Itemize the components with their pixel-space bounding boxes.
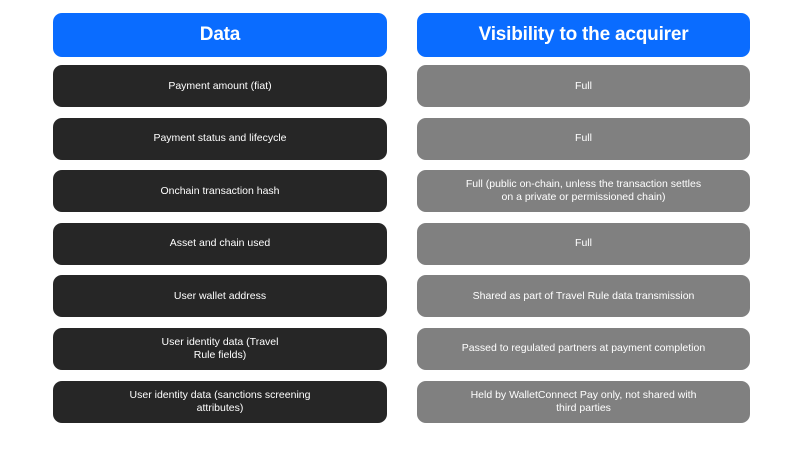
table-row: Onchain transaction hash [53, 170, 387, 213]
column-visibility: Visibility to the acquirer Full Full Ful… [417, 13, 750, 423]
table-row: Shared as part of Travel Rule data trans… [417, 275, 750, 318]
table-row: Passed to regulated partners at payment … [417, 327, 750, 370]
column-header-data: Data [53, 13, 387, 57]
column-data: Data Payment amount (fiat) Payment statu… [53, 13, 387, 423]
table-row: Held by WalletConnect Pay only, not shar… [417, 380, 750, 423]
table-row: User identity data (sanctions screening … [53, 380, 387, 423]
table-row: Full (public on-chain, unless the transa… [417, 170, 750, 213]
table-row: Full [417, 65, 750, 107]
table-row: User wallet address [53, 275, 387, 318]
table-row: User identity data (Travel Rule fields) [53, 327, 387, 370]
table-row: Payment status and lifecycle [53, 117, 387, 160]
table-row: Full [417, 117, 750, 160]
table-columns: Data Payment amount (fiat) Payment statu… [53, 13, 750, 423]
table-row: Asset and chain used [53, 222, 387, 265]
table-row: Full [417, 222, 750, 265]
table-row: Payment amount (fiat) [53, 65, 387, 107]
column-header-visibility: Visibility to the acquirer [417, 13, 750, 57]
